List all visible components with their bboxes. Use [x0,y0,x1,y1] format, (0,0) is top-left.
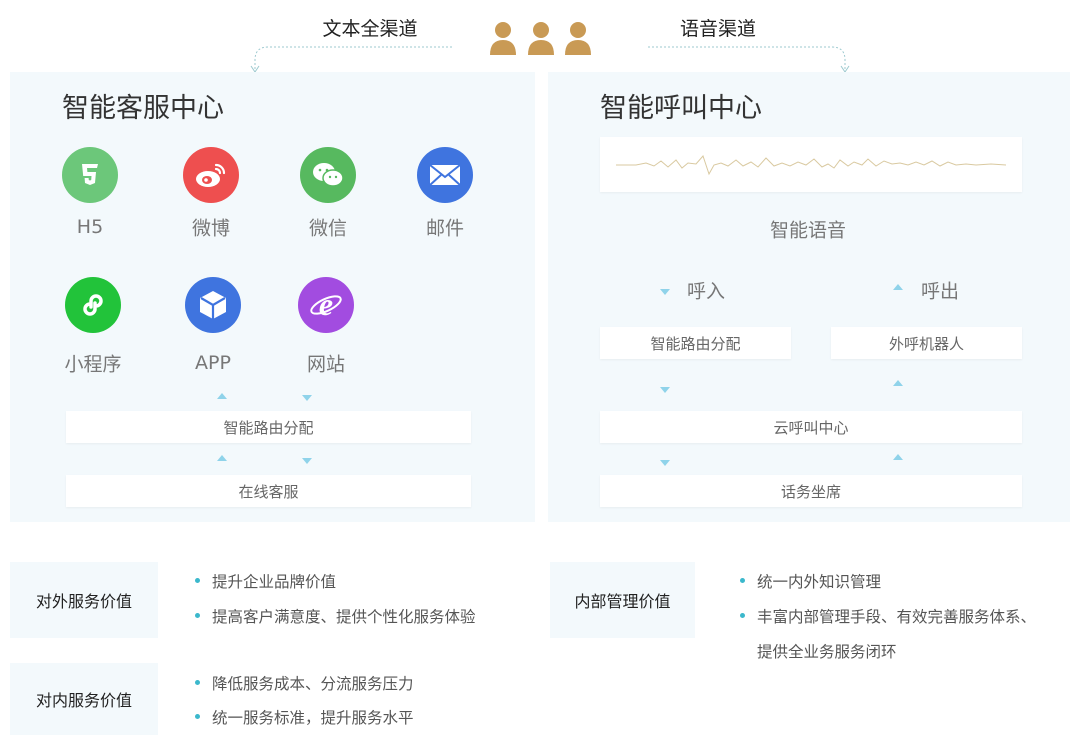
channel-label-mail: 邮件 [425,217,465,240]
arrow-down-icon [660,289,670,295]
app-cube-icon [185,277,241,333]
wechat-icon [300,147,356,203]
bullet-item: 降低服务成本、分流服务压力 [195,672,414,694]
miniprogram-icon [65,277,121,333]
arrow-up-icon [217,393,227,399]
channel-label-wechat: 微信 [308,217,348,240]
channel-label-app: APP [195,352,231,374]
user-icon [490,22,516,55]
bullet-item: 提高客户满意度、提供个性化服务体验 [195,605,476,627]
smart-voice-label: 智能语音 [769,219,847,242]
outbound-robot-box: 外呼机器人 [831,327,1022,359]
bullet-item-continuation: 提供全业务服务闭环 [757,643,897,661]
outbound-label: 呼出 [920,280,960,303]
ie-browser-icon: e [298,277,354,333]
arrow-up-icon [893,284,903,290]
agent-seat-box: 话务坐席 [600,475,1022,507]
arrow-down-icon [660,460,670,466]
bullet-item: 统一服务标准，提升服务水平 [195,706,414,728]
user-icon [528,22,554,55]
inbound-label: 呼入 [686,280,726,303]
channel-label-h5: H5 [76,216,104,238]
online-service-box: 在线客服 [66,475,471,507]
customer-service-title: 智能客服中心 [62,93,224,124]
channel-label-weibo: 微博 [191,217,231,240]
svg-text:e: e [319,289,333,321]
channel-label-website: 网站 [306,353,346,376]
left-routing-box: 智能路由分配 [66,411,471,443]
internal-value-label: 对内服务价值 [10,663,158,735]
bullet-item: 统一内外知识管理 [740,570,881,592]
bullet-item: 丰富内部管理手段、有效完善服务体系、 [740,605,1036,627]
voice-waveform [600,137,1022,192]
call-center-title: 智能呼叫中心 [600,93,762,124]
voice-channel-label: 语音渠道 [679,18,757,40]
arrow-down-icon [302,458,312,464]
arrow-up-icon [893,454,903,460]
mail-icon [417,147,473,203]
html5-icon [62,147,118,203]
management-value-label: 内部管理价值 [550,562,695,638]
cloud-call-center-box: 云呼叫中心 [600,411,1022,443]
external-value-label: 对外服务价值 [10,562,158,638]
channel-label-miniprogram: 小程序 [64,353,122,376]
user-icon [565,22,591,55]
weibo-icon [183,147,239,203]
arrow-down-icon [660,387,670,393]
text-channel-label: 文本全渠道 [322,18,418,40]
right-routing-box: 智能路由分配 [600,327,791,359]
arrow-up-icon [217,455,227,461]
arrow-down-icon [302,395,312,401]
arrow-up-icon [893,380,903,386]
bullet-item: 提升企业品牌价值 [195,570,336,592]
